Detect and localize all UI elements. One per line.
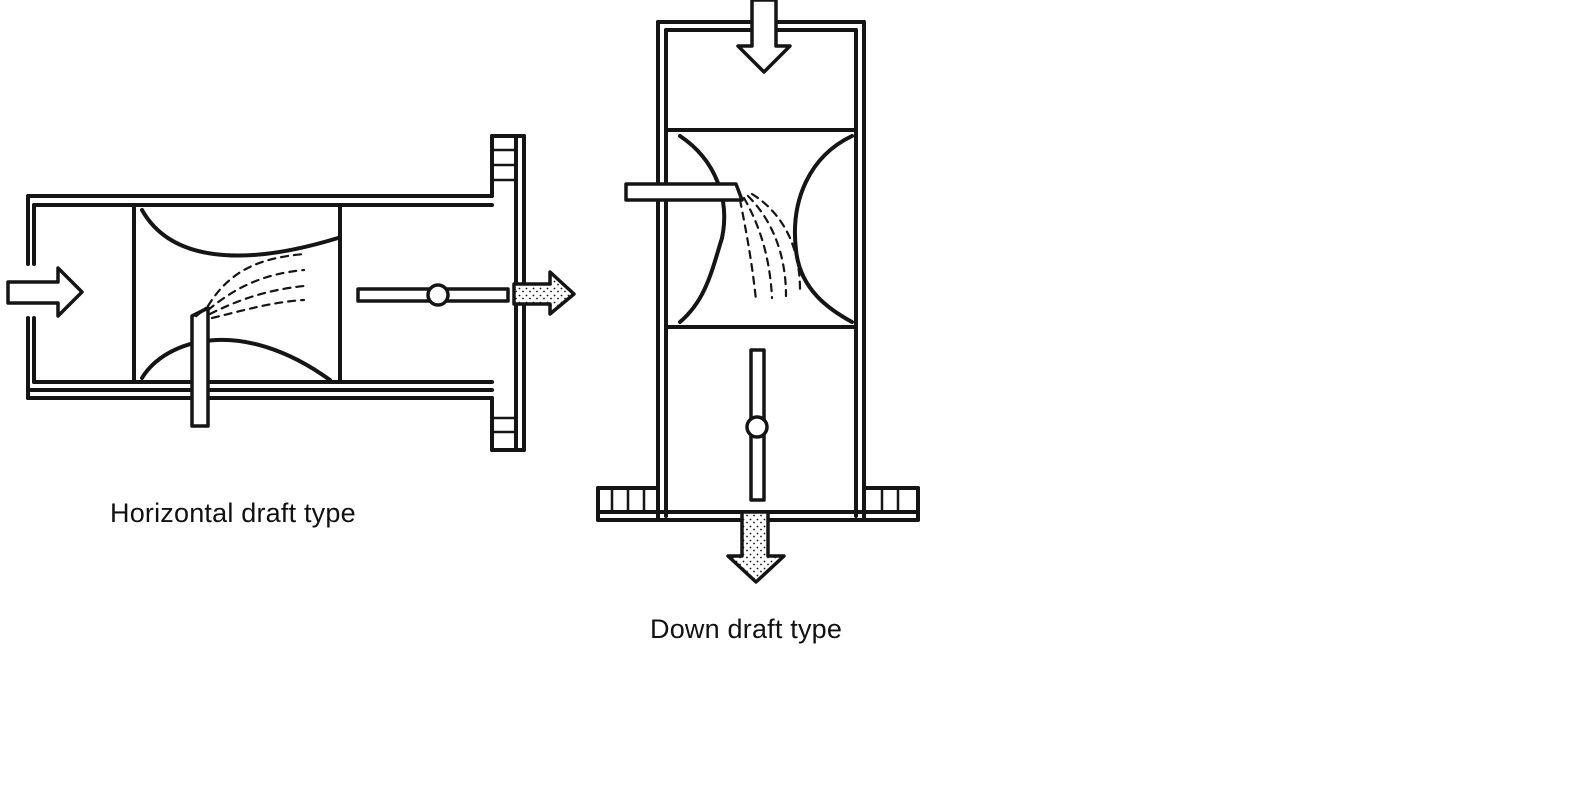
- caption-horizontal-draft: Horizontal draft type: [110, 498, 356, 528]
- horizontal-draft-carburetor: [6, 134, 576, 452]
- horizontal-venturi: [132, 203, 342, 384]
- horizontal-fuel-spray: [206, 252, 306, 320]
- stippled-arrow-icon: [726, 510, 786, 584]
- butterfly-valve-icon: [745, 348, 769, 502]
- open-arrow-icon: [6, 266, 84, 318]
- caption-down-draft: Down draft type: [650, 614, 843, 644]
- stippled-arrow-icon: [512, 270, 576, 316]
- down-fuel-spray: [738, 192, 802, 302]
- butterfly-valve-icon: [356, 283, 510, 307]
- down-fuel-nozzle: [624, 182, 744, 202]
- horizontal-fuel-nozzle: [190, 306, 210, 428]
- horizontal-body: [26, 194, 494, 400]
- down-venturi: [664, 128, 858, 329]
- open-arrow-icon: [736, 0, 792, 74]
- down-draft-carburetor: [596, 0, 920, 584]
